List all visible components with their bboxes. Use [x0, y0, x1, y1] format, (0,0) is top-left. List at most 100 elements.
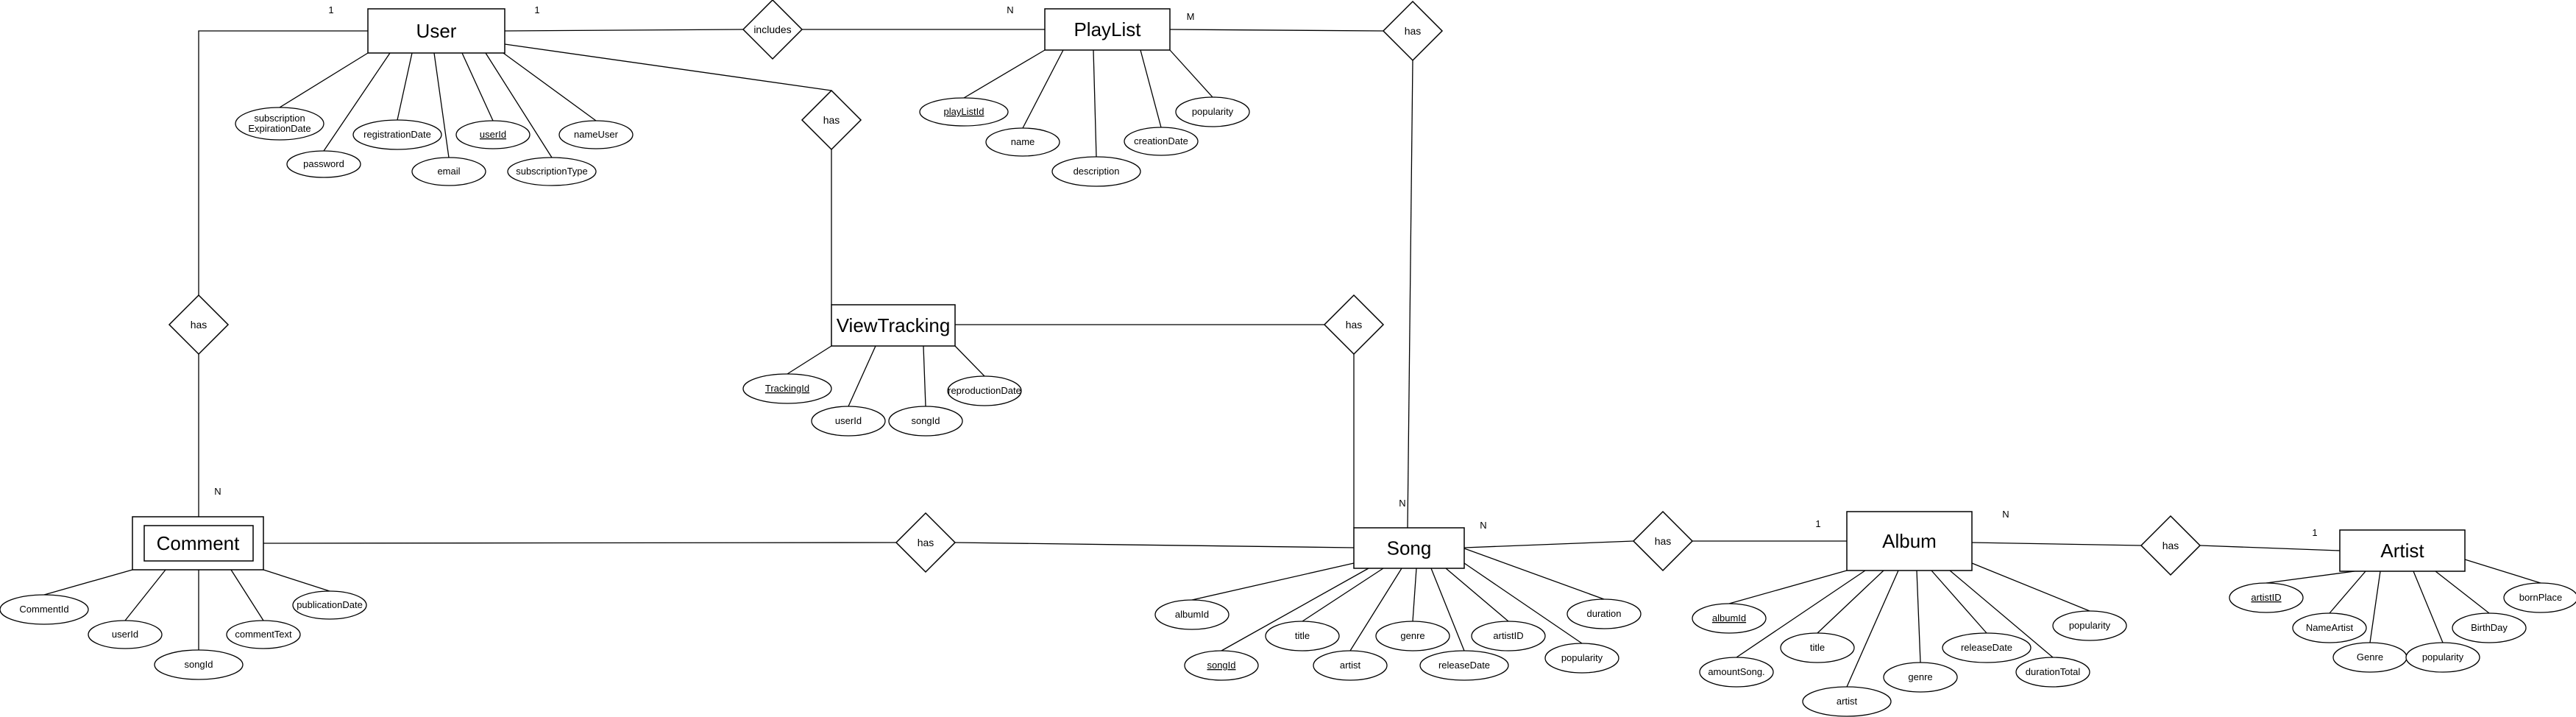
attribute-link-u_email	[433, 52, 450, 158]
attribute-ar-bday[interactable]: BirthDay	[2452, 612, 2527, 643]
attribute-p-name[interactable]: name	[985, 127, 1060, 157]
attribute-ar-name[interactable]: NameArtist	[2292, 612, 2367, 643]
entity-user[interactable]: User	[367, 8, 505, 54]
relationship-rel-user-playlist-song[interactable]: has	[1382, 0, 1444, 62]
relationship-rel-includes[interactable]: includes	[742, 0, 803, 60]
attribute-s-artistid[interactable]: artistID	[1471, 621, 1546, 651]
relationship-rel-user-viewtracking[interactable]: has	[801, 89, 862, 151]
attribute-ellipse	[0, 594, 89, 625]
entity-label: Song	[1387, 537, 1432, 559]
attribute-ellipse	[1265, 621, 1340, 651]
attribute-v-song[interactable]: songId	[888, 406, 963, 437]
attribute-ellipse	[1942, 632, 2032, 663]
attribute-s-id[interactable]: songId	[1184, 650, 1259, 681]
cardinality-label: N	[1007, 4, 1013, 15]
attribute-a-id[interactable]: albumId	[1692, 603, 1767, 634]
attribute-a-rdate[interactable]: releaseDate	[1942, 632, 2032, 663]
attribute-a-genre[interactable]: genre	[1883, 662, 1958, 693]
attribute-s-genre[interactable]: genre	[1375, 621, 1450, 651]
edge-user-includes	[504, 29, 744, 32]
attribute-ellipse	[985, 127, 1060, 157]
entity-comment[interactable]: Comment	[132, 516, 264, 571]
attribute-c-song[interactable]: songId	[154, 649, 244, 680]
attribute-u-name[interactable]: nameUser	[558, 120, 634, 149]
attribute-p-id[interactable]: playListId	[919, 97, 1009, 127]
entity-box	[2339, 529, 2466, 572]
attribute-link-c_pdate	[263, 569, 330, 592]
attribute-label: songId	[911, 415, 940, 426]
relationship-rel-song-album[interactable]: has	[1632, 510, 1694, 572]
attribute-ar-bplace[interactable]: bornPlace	[2503, 582, 2576, 613]
attribute-u-subtype[interactable]: subscriptionType	[507, 157, 597, 186]
attribute-u-email[interactable]: email	[411, 157, 486, 186]
attribute-link-s_artistid	[1445, 568, 1509, 622]
relationship-label: has	[918, 537, 934, 548]
attribute-ellipse	[947, 375, 1022, 406]
relationship-rel-album-artist[interactable]: has	[2140, 515, 2201, 576]
attribute-u-userid[interactable]: userId	[455, 120, 531, 149]
attribute-label: Genre	[2357, 651, 2383, 663]
attribute-label: password	[303, 158, 344, 169]
attribute-c-user[interactable]: userId	[88, 620, 163, 649]
attribute-p-cdate[interactable]: creationDate	[1124, 127, 1199, 156]
attribute-a-title[interactable]: title	[1780, 632, 1855, 663]
attribute-label: albumId	[1175, 609, 1209, 620]
attribute-c-id[interactable]: CommentId	[0, 594, 89, 625]
attribute-a-amount[interactable]: amountSong.	[1699, 657, 1774, 688]
cardinality-label: M	[1187, 11, 1195, 22]
attribute-s-dur[interactable]: duration	[1566, 598, 1642, 629]
attribute-s-title[interactable]: title	[1265, 621, 1340, 651]
attribute-link-s_id	[1221, 568, 1369, 651]
attribute-ellipse	[1051, 156, 1141, 187]
relationship-label: includes	[753, 24, 791, 35]
attribute-ar-pop[interactable]: popularity	[2405, 642, 2480, 673]
entity-viewtracking[interactable]: ViewTracking	[831, 304, 956, 347]
attribute-label: popularity	[2069, 620, 2111, 631]
entity-label: PlayList	[1074, 18, 1141, 40]
attribute-ellipse	[292, 590, 367, 620]
attribute-a-dur[interactable]: durationTotal	[2015, 657, 2090, 688]
attribute-link-a_dur	[1949, 570, 2054, 658]
edge-has-song-low	[954, 542, 1355, 548]
relationship-rel-user-comment[interactable]: has	[168, 294, 230, 356]
attribute-ellipse	[2405, 642, 2480, 673]
attribute-s-artist[interactable]: artist	[1313, 650, 1388, 681]
attribute-link-p_name	[1022, 49, 1064, 129]
attribute-v-rdate[interactable]: reproductionDate	[947, 375, 1022, 406]
attribute-c-text[interactable]: commentText	[226, 620, 301, 649]
attribute-s-pop[interactable]: popularity	[1544, 643, 1619, 674]
attribute-u-regdate[interactable]: registrationDate	[352, 119, 442, 150]
entity-album[interactable]: Album	[1846, 511, 1973, 571]
attribute-label: title	[1295, 630, 1310, 641]
attribute-a-artist[interactable]: artist	[1802, 686, 1892, 717]
attribute-s-album[interactable]: albumId	[1154, 599, 1230, 630]
cardinality-label: N	[2002, 509, 2009, 520]
attribute-a-pop[interactable]: popularity	[2052, 610, 2127, 641]
attribute-p-desc[interactable]: description	[1051, 156, 1141, 187]
attribute-v-user[interactable]: userId	[811, 406, 886, 437]
attribute-link-a_id	[1728, 570, 1848, 604]
attribute-c-pdate[interactable]: publicationDate	[292, 590, 367, 620]
attribute-label: commentText	[235, 629, 292, 640]
attribute-ar-genre[interactable]: Genre	[2332, 642, 2408, 673]
attribute-link-u_subexp	[279, 52, 369, 108]
attribute-u-password[interactable]: password	[286, 150, 361, 178]
attribute-link-u_password	[323, 52, 391, 152]
attribute-s-rdate[interactable]: releaseDate	[1419, 650, 1509, 681]
relationship-rel-comment-song[interactable]: has	[895, 512, 957, 573]
attribute-ar-id[interactable]: artistID	[2229, 582, 2304, 613]
attribute-ellipse	[88, 620, 163, 649]
relationship-label: has	[1346, 319, 1363, 331]
attribute-ellipse	[1375, 621, 1450, 651]
entity-artist[interactable]: Artist	[2339, 529, 2466, 572]
attribute-p-pop[interactable]: popularity	[1175, 96, 1250, 127]
entity-playlist[interactable]: PlayList	[1044, 8, 1171, 51]
relationship-rel-viewtracking-song[interactable]: has	[1323, 294, 1385, 356]
attribute-ellipse	[2052, 610, 2127, 641]
attribute-link-s_title	[1302, 568, 1384, 622]
attribute-link-p_desc	[1093, 49, 1097, 158]
entity-song[interactable]: Song	[1353, 527, 1465, 569]
attribute-v-id[interactable]: TrackingId	[742, 373, 832, 404]
